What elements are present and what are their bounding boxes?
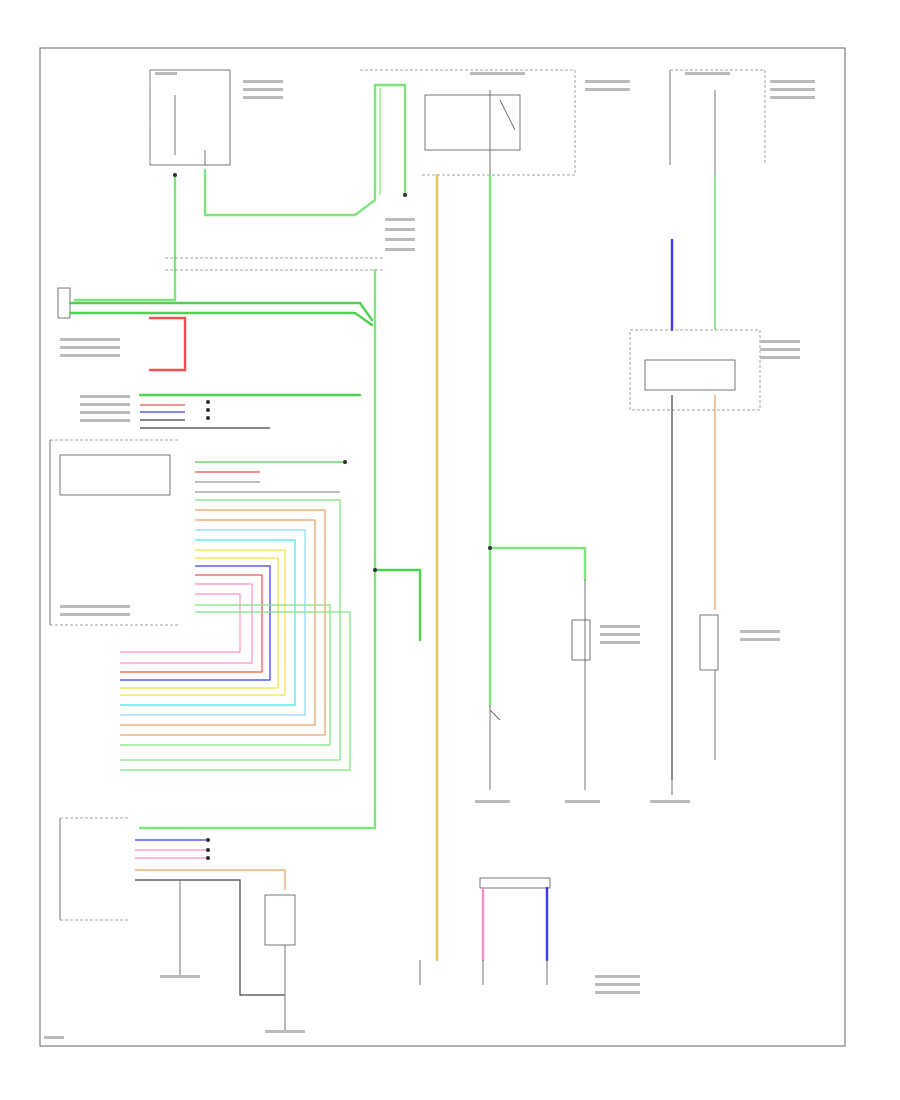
fuse-block-left: [149, 69, 231, 166]
fuse-block-right: [669, 69, 766, 175]
relay-box-center: [360, 69, 576, 176]
nested-signal-wires: [120, 499, 351, 771]
green-branch-wire: [373, 568, 422, 642]
red-wire: [148, 316, 187, 372]
bottom-connector: [479, 877, 551, 962]
right-switch-circuit: [629, 175, 761, 780]
center-right-circuit: [488, 173, 591, 770]
green-trunk-wire: [138, 268, 377, 830]
diagram-border: [39, 47, 846, 1047]
splice-dots: [173, 173, 492, 860]
control-module-lower: [59, 817, 296, 1010]
green-feed-wires: [73, 83, 407, 302]
left-connector: [57, 287, 374, 327]
illegible-labels: [44, 72, 815, 1039]
module-output-wires: [138, 393, 362, 493]
control-module-left: [49, 439, 180, 626]
ground-symbols: [179, 770, 673, 1030]
